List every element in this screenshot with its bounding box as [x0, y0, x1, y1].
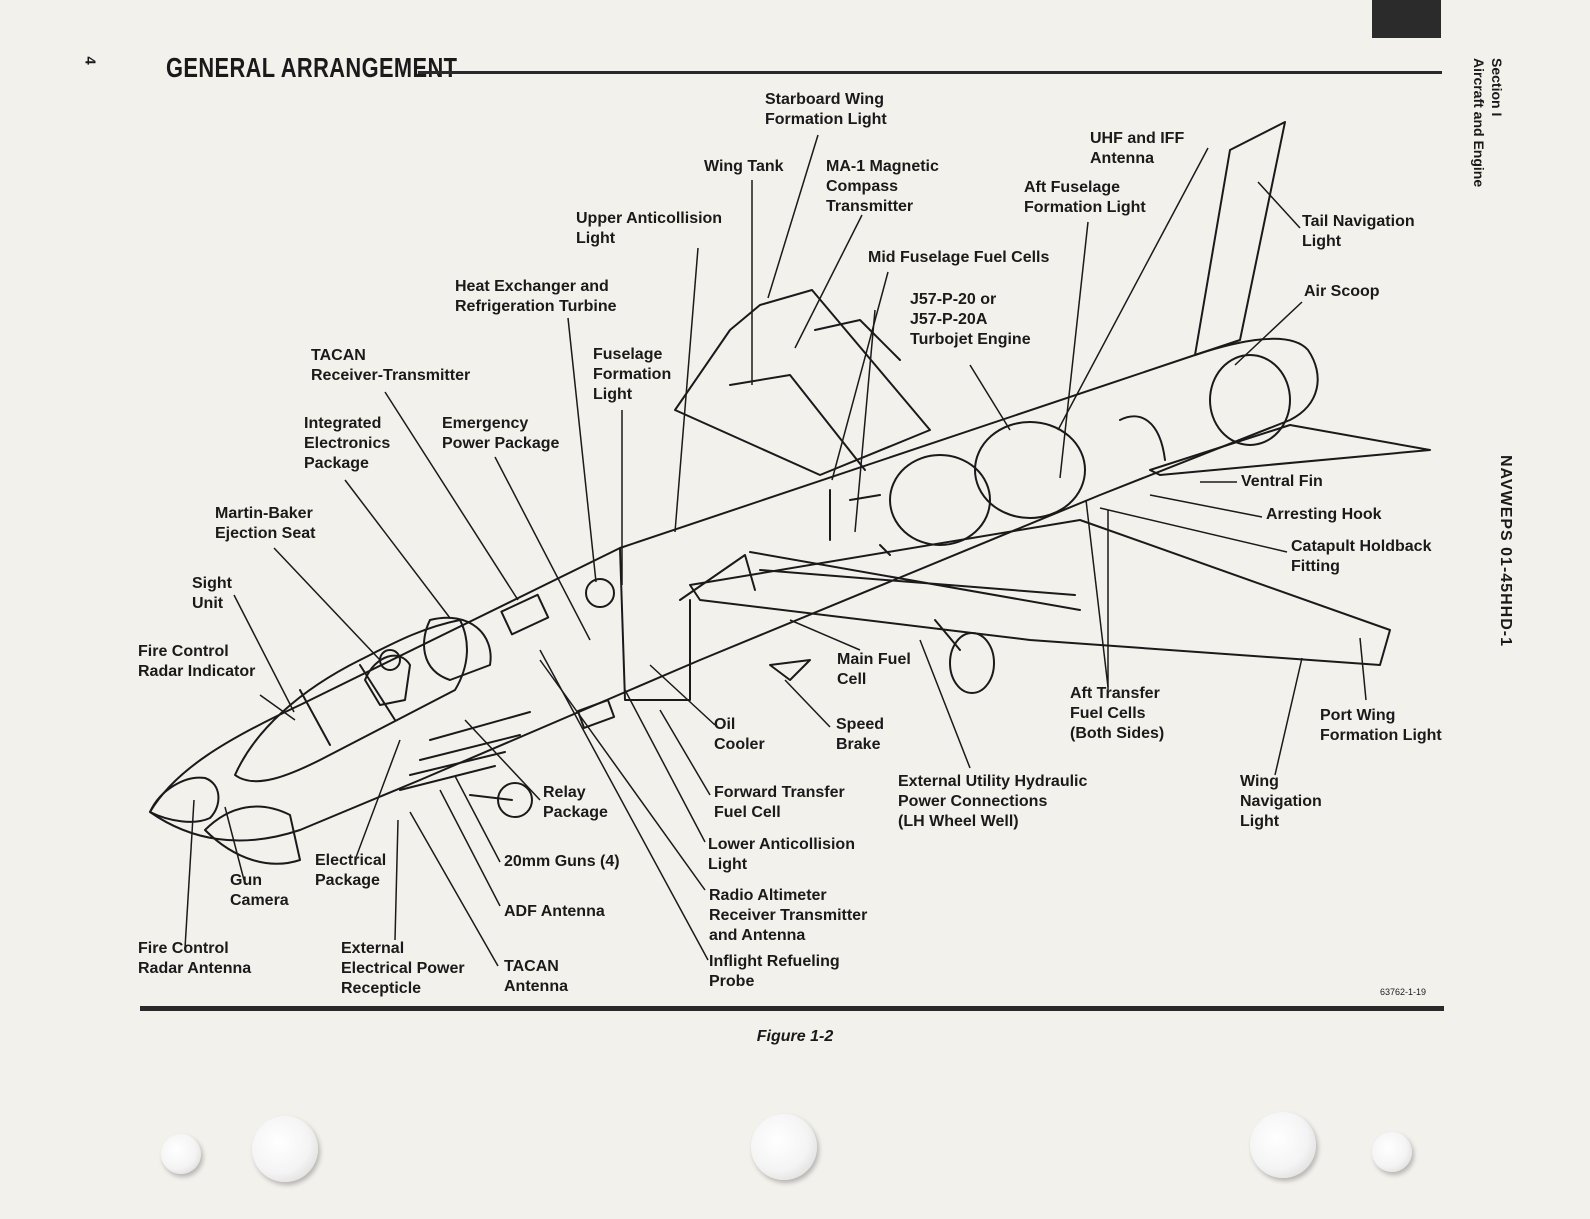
label-port-wing-formation-light: Port Wing Formation Light: [1320, 707, 1442, 744]
label-catapult-holdback-fitting: Catapult Holdback Fitting: [1291, 538, 1432, 575]
page-title: GENERAL ARRANGEMENT: [166, 52, 458, 83]
nose-landing-gear: [497, 782, 533, 818]
fuselage-outline: [149, 337, 1319, 842]
binder-hole: [1372, 1132, 1412, 1172]
nose-cone: [149, 776, 220, 823]
label-tacan-receiver-transmitter: TACAN Receiver-Transmitter: [311, 347, 471, 384]
starboard-wing: [674, 289, 931, 476]
label-speed-brake: Speed Brake: [836, 716, 885, 753]
section-line-2: Aircraft and Engine: [1471, 58, 1487, 188]
label-heat-exchanger: Heat Exchanger and Refrigeration Turbine: [455, 278, 617, 315]
engine-casing: [974, 421, 1086, 519]
figure-caption: Figure 1-2: [756, 1028, 834, 1045]
page-tab-marker: [1372, 0, 1441, 38]
label-engine: J57-P-20 or J57-P-20A Turbojet Engine: [910, 291, 1031, 348]
binder-hole: [252, 1116, 318, 1182]
label-upper-anticollision-light: Upper Anticollision Light: [576, 210, 723, 247]
label-starboard-wing-formation-light: Starboard Wing Formation Light: [765, 91, 887, 128]
title-rule: [418, 71, 1442, 74]
label-integrated-electronics-package: Integrated Electronics Package: [304, 415, 391, 472]
ejection-seat-figure: [364, 654, 411, 706]
label-fire-control-radar-indicator: Fire Control Radar Indicator: [138, 643, 256, 680]
label-relay-package: Relay Package: [543, 784, 608, 821]
label-wing-tank: Wing Tank: [704, 158, 784, 175]
label-aft-fuselage-formation-light: Aft Fuselage Formation Light: [1024, 179, 1146, 216]
label-aft-transfer-fuel-cells: Aft Transfer Fuel Cells (Both Sides): [1070, 685, 1165, 742]
label-fire-control-radar-antenna: Fire Control Radar Antenna: [138, 940, 252, 977]
label-ejection-seat: Martin-Baker Ejection Seat: [215, 505, 316, 542]
drawing-number: 63762-1-19: [1380, 987, 1427, 997]
label-forward-transfer-fuel-cell: Forward Transfer Fuel Cell: [714, 784, 845, 821]
speed-brake: [769, 659, 811, 681]
label-external-electrical-power: External Electrical Power Recepticle: [341, 940, 465, 997]
label-arresting-hook: Arresting Hook: [1266, 506, 1382, 523]
label-sight-unit: Sight Unit: [192, 575, 232, 612]
label-lower-anticollision-light: Lower Anticollision Light: [708, 836, 855, 873]
label-adf-antenna: ADF Antenna: [504, 903, 605, 920]
horizontal-tail: [1149, 424, 1431, 476]
label-electrical-package: Electrical Package: [315, 852, 387, 889]
main-landing-gear: [949, 632, 995, 694]
label-mid-fuselage-fuel-cells: Mid Fuselage Fuel Cells: [868, 249, 1050, 266]
label-uhf-iff-antenna: UHF and IFF Antenna: [1090, 130, 1185, 167]
gun-barrels: [399, 711, 531, 791]
label-20mm-guns: 20mm Guns (4): [504, 853, 620, 870]
label-ma1-compass: MA-1 Magnetic Compass Transmitter: [826, 158, 939, 215]
label-tacan-antenna: TACAN Antenna: [504, 958, 568, 995]
section-heading: Section I Aircraft and Engine: [1470, 58, 1506, 187]
bottom-rule: [140, 1006, 1444, 1011]
label-ventral-fin: Ventral Fin: [1241, 473, 1323, 490]
air-intake: [204, 805, 301, 865]
label-external-utility-hydraulic: External Utility Hydraulic Power Connect…: [898, 773, 1088, 830]
label-radio-altimeter: Radio Altimeter Receiver Transmitter and…: [709, 887, 868, 944]
binder-hole: [751, 1114, 817, 1180]
callout-leaders: [184, 134, 1367, 967]
label-gun-camera: Gun Camera: [230, 872, 289, 909]
label-fuselage-formation-light: Fuselage Formation Light: [593, 346, 672, 403]
vertical-tail: [1194, 121, 1286, 356]
label-wing-navigation-light: Wing Navigation Light: [1240, 773, 1322, 830]
document-id: NAVWEPS 01-45HHD-1: [1497, 455, 1514, 647]
label-oil-cooler: Oil Cooler: [714, 716, 765, 753]
label-tail-navigation-light: Tail Navigation Light: [1302, 213, 1415, 250]
binder-hole: [1250, 1112, 1316, 1178]
port-wing: [689, 519, 1391, 666]
label-air-scoop: Air Scoop: [1304, 283, 1380, 300]
label-main-fuel-cell: Main Fuel Cell: [837, 651, 911, 688]
label-emergency-power-package: Emergency Power Package: [442, 415, 560, 452]
section-line-1: Section I: [1489, 58, 1505, 117]
label-inflight-refueling-probe: Inflight Refueling Probe: [709, 953, 840, 990]
binder-hole: [161, 1134, 201, 1174]
